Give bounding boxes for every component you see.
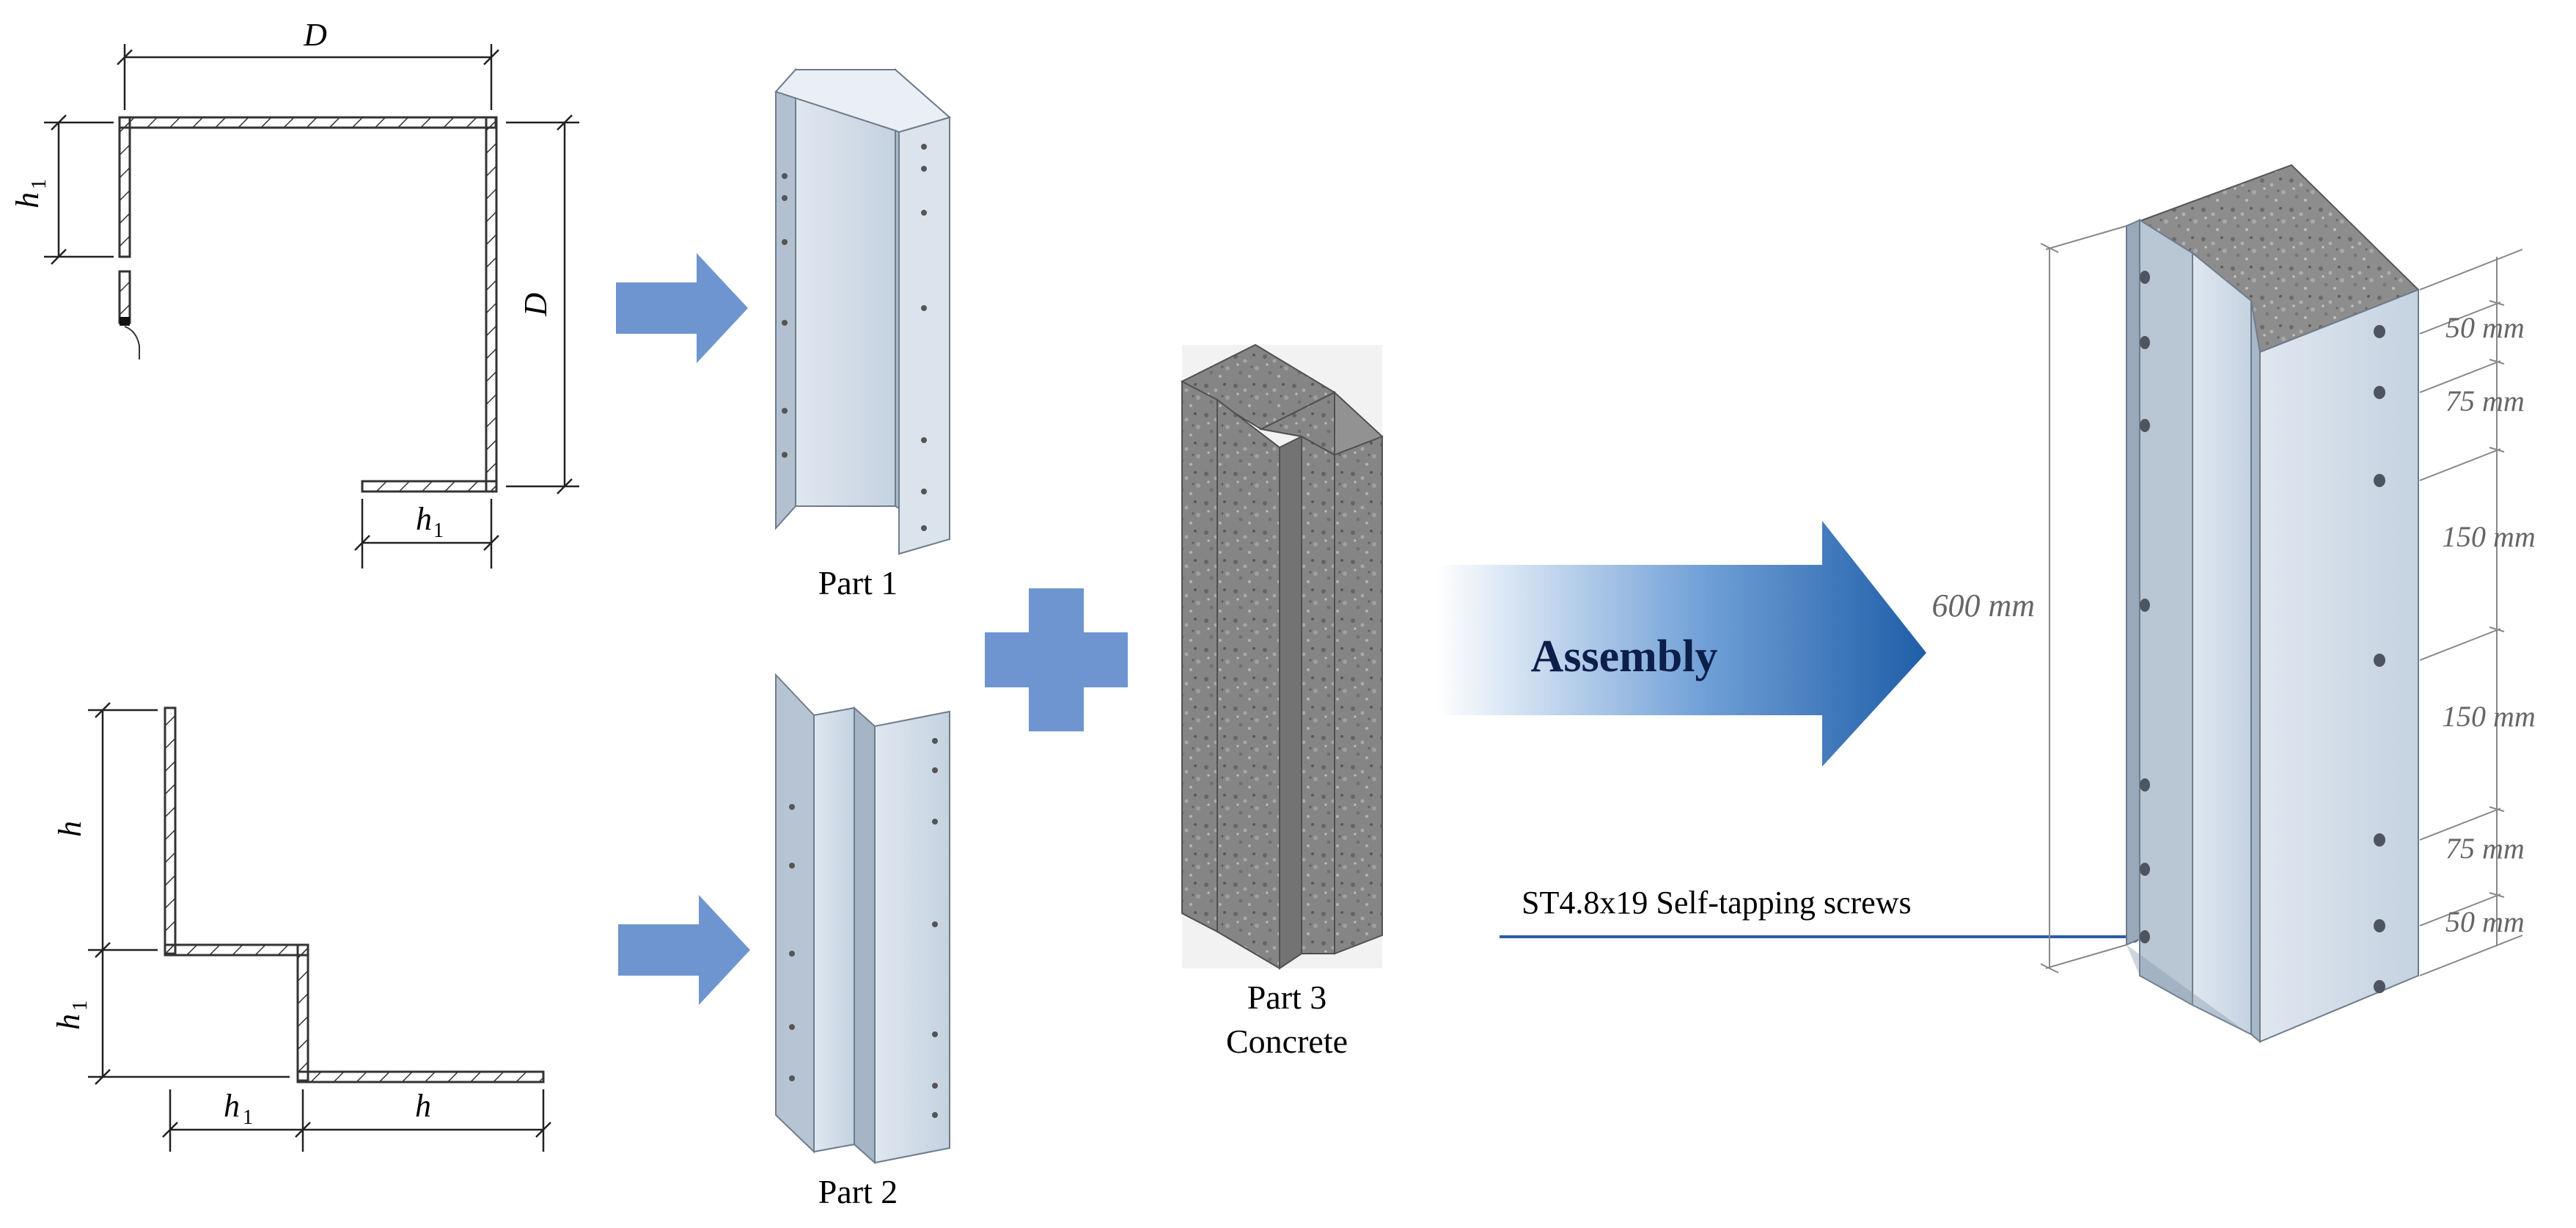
section-1-dim-left-sub: 1	[28, 179, 51, 189]
part-3-label-line1: Part 3	[1247, 979, 1327, 1016]
spacing-dimension-chain	[2419, 249, 2523, 976]
section-1-dim-right: D	[518, 293, 554, 317]
spacing-label-3: 150 mm	[2442, 520, 2536, 553]
section-1-dim-left: h 1	[10, 179, 51, 208]
column-screw-holes	[2140, 271, 2385, 993]
screw-label: ST4.8x19 Self-tapping screws	[1522, 885, 1912, 921]
spacing-label-4: 150 mm	[2442, 700, 2536, 733]
height-dimension	[2040, 225, 2127, 973]
part-3-label-line2: Concrete	[1226, 1023, 1348, 1060]
section-2-dim-h1-left: h 1	[51, 1001, 92, 1030]
section-2-dim-h1-bottom: h 1	[224, 1088, 253, 1129]
part-2-label: Part 2	[818, 1173, 898, 1210]
section-1-dimensions	[44, 44, 579, 569]
section-2-dimensions	[88, 702, 551, 1152]
spacing-label-5: 75 mm	[2445, 832, 2525, 865]
part-2-steel-section	[775, 673, 950, 1165]
part-1-screw-holes	[782, 144, 927, 531]
section-1-dim-left-letter: h	[10, 192, 45, 208]
section-2-dim-h1-left-sub: 1	[69, 1001, 92, 1011]
section-1-profile	[118, 116, 498, 493]
section-2-dim-h1-bottom-sub: 1	[243, 1106, 253, 1129]
spacing-label-6: 50 mm	[2445, 905, 2525, 938]
section-2-drawing: h h 1 h 1 h	[51, 702, 551, 1152]
section-1-dim-bottom-letter: h	[416, 501, 432, 537]
section-2-dim-h-bottom: h	[415, 1088, 431, 1124]
plus-icon	[985, 588, 1128, 731]
assembled-column	[2125, 164, 2420, 1044]
spacing-label-2: 75 mm	[2445, 384, 2525, 417]
part-1-steel-section	[774, 67, 952, 555]
section-1-dim-bottom: h 1	[416, 501, 444, 542]
arrow-right-icon	[618, 895, 750, 1005]
section-1-dim-bottom-sub: 1	[433, 519, 444, 542]
spacing-label-1: 50 mm	[2445, 311, 2525, 344]
section-2-profile	[164, 706, 545, 1083]
section-1-dim-top: D	[303, 17, 327, 53]
section-2-dim-h1-bottom-letter: h	[224, 1088, 240, 1124]
part-1-label: Part 1	[818, 564, 898, 602]
section-2-dim-h-left: h	[52, 821, 88, 837]
section-2-dim-h1-left-letter: h	[51, 1014, 87, 1030]
section-1-drawing: D D h 1 h 1	[10, 17, 579, 569]
part-2-screw-holes	[789, 738, 938, 1118]
height-label: 600 mm	[1931, 588, 2035, 624]
part-3-concrete-core	[1180, 343, 1384, 970]
assembly-arrow-icon	[1437, 521, 1926, 767]
assembly-label: Assembly	[1531, 632, 1718, 681]
arrow-right-icon	[616, 253, 748, 363]
